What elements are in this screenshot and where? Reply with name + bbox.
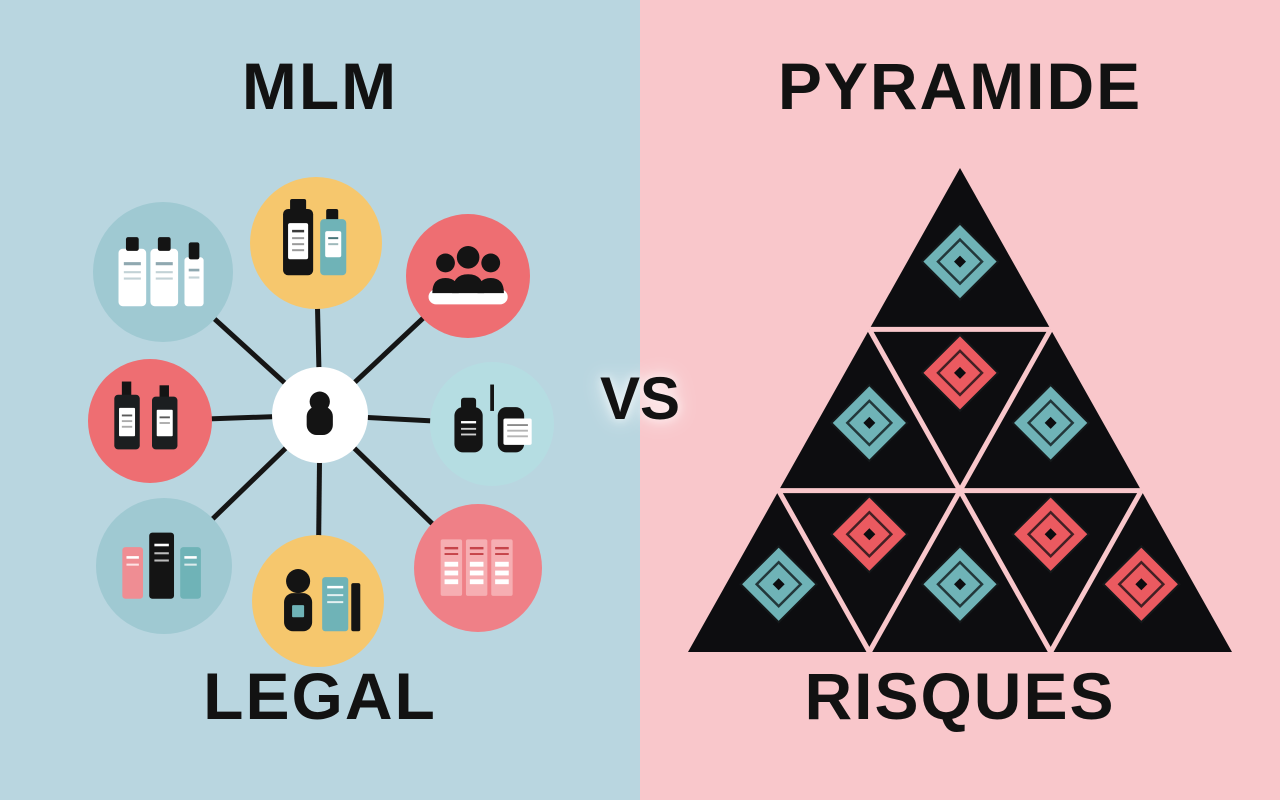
distributor-icon [283,568,361,632]
pyramid-diamond-red [1011,494,1091,574]
cosmetic-jars-icon [454,384,532,453]
pyramid-diamond-red [829,494,909,574]
network-node-team-group [406,214,530,338]
left-title: MLM [241,49,399,123]
pyramid-divider-line [1048,489,1144,654]
pyramid-divider-line [776,489,872,654]
network-node-dark-bottles [88,359,212,483]
network-node-product-tubes [96,498,232,634]
supplement-bottles-icon [282,198,347,276]
pyramid-diagram [688,168,1232,654]
team-group-icon [428,245,508,305]
vs-label: VS [599,365,681,432]
right-caption: RISQUES [804,659,1116,733]
pyramid-diamond-red [920,333,1000,413]
network-node-white-bottles [93,202,233,342]
right-title: PYRAMIDE [777,49,1143,123]
person-silhouette-icon [306,391,334,436]
dark-bottles-icon [114,381,178,450]
pyramid-diamond-teal [739,544,819,624]
pyramid-diamond-teal [920,222,1000,301]
pyramid-diamond-red [1101,544,1181,624]
brochures-icon [441,539,514,597]
network-hub [272,367,368,463]
pyramid-diamond-teal [829,383,909,463]
pyramid-diamond-teal [1011,383,1091,463]
network-node-cosmetic-jars [430,362,554,486]
white-bottles-icon [118,236,204,307]
product-tubes-icon [122,532,202,600]
network-node-distributor [252,535,384,667]
network-node-brochures [414,504,542,632]
network-node-supplement-bottles [250,177,382,309]
pyramid-diamond-teal [920,544,1000,624]
left-caption: LEGAL [203,659,437,733]
